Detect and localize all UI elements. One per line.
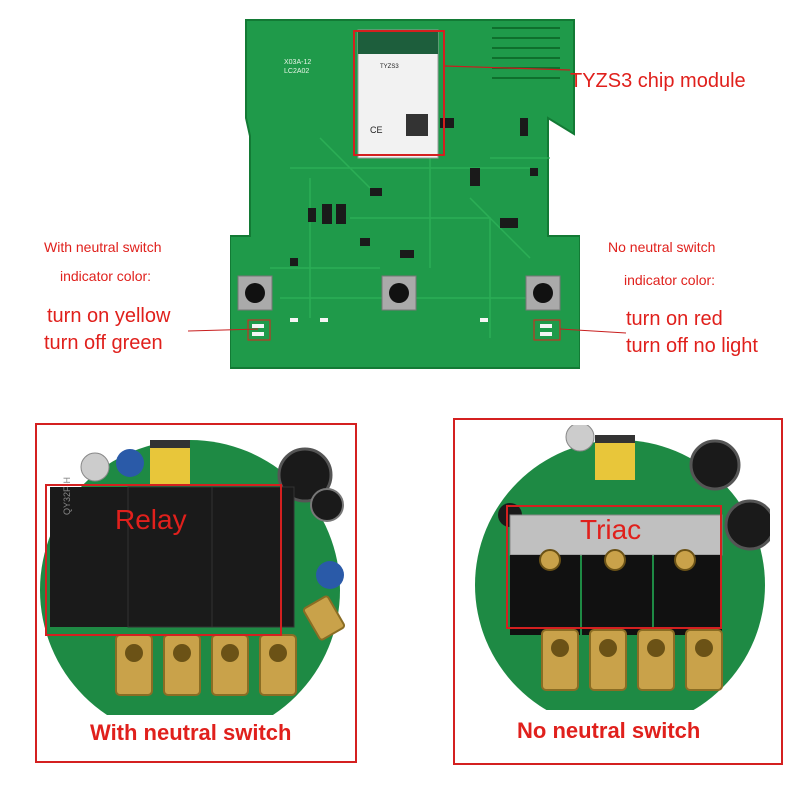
no-neutral-caption-line1: No neutral switch (608, 239, 716, 255)
relay-panel-frame (35, 423, 357, 763)
triac-label: Triac (580, 514, 642, 545)
relay-label: Relay (115, 504, 187, 535)
left-led-callout-line (188, 328, 258, 332)
svg-text:LC2A02: LC2A02 (284, 68, 309, 75)
chip-callout-line (445, 65, 570, 71)
svg-text:TYZS3: TYZS3 (380, 64, 399, 70)
with-neutral-on-color: turn on yellow (47, 305, 171, 327)
no-neutral-on-color: turn on red (626, 308, 723, 330)
triac-panel-frame (453, 418, 783, 765)
no-neutral-off-color: turn off no light (626, 335, 758, 357)
svg-text:CE: CE (370, 125, 383, 135)
with-neutral-caption-line2: indicator color: (60, 268, 152, 284)
chip-module-label: TYZS3 chip module (570, 70, 746, 92)
tactile-buttons (237, 275, 561, 311)
relay-board-image: QY32F-H (40, 425, 355, 715)
chip-highlight-frame (353, 30, 445, 156)
no-neutral-caption-line2: indicator color: (624, 272, 716, 288)
no-neutral-switch-caption: No neutral switch (517, 718, 701, 743)
relay-highlight-frame (45, 484, 282, 636)
triac-board-image (470, 425, 770, 710)
relay-text-1: QY32F-H (62, 477, 72, 515)
right-led-callout-line (560, 328, 627, 334)
with-neutral-switch-caption: With neutral switch (90, 720, 292, 745)
top-pcb-board: TYZS3 CE X03A-12 LC2A02 (230, 18, 580, 378)
svg-text:X03A-12: X03A-12 (284, 59, 311, 66)
triac-highlight-frame (506, 505, 722, 629)
pcb-board-image: TYZS3 CE X03A-12 LC2A02 (230, 19, 580, 369)
with-neutral-off-color: turn off green (44, 332, 163, 354)
with-neutral-caption-line1: With neutral switch (44, 239, 162, 255)
